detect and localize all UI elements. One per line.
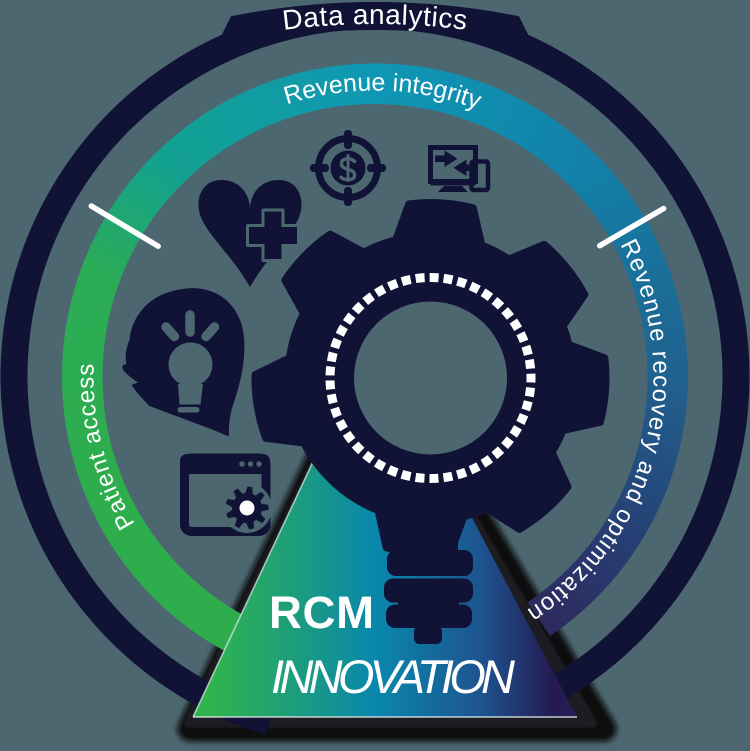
svg-text:RCM: RCM [269,587,374,638]
svg-text:INNOVATION: INNOVATION [271,650,515,703]
svg-text:Data analytics: Data analytics [281,0,470,36]
